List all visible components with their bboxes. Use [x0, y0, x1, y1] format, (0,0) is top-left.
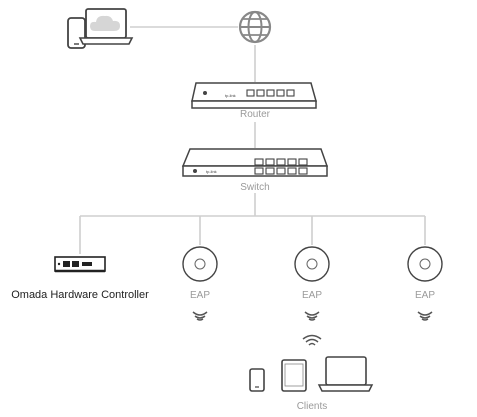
switch-label: Switch	[240, 182, 269, 193]
router-brand: tp-link	[225, 93, 236, 98]
access-point-icon	[182, 246, 218, 282]
wifi-icon	[302, 334, 322, 346]
switch-brand: tp-link	[206, 169, 217, 174]
phone-icon	[249, 368, 265, 392]
controller-icon	[54, 256, 106, 273]
controller-label: Omada Hardware Controller	[11, 289, 149, 301]
access-point-icon	[407, 246, 443, 282]
eap-1-label: EAP	[190, 290, 210, 301]
eap-2-label: EAP	[302, 290, 322, 301]
clients-label: Clients	[297, 401, 328, 412]
laptop-icon	[317, 356, 374, 392]
eap-3-label: EAP	[415, 290, 435, 301]
cloud-laptop-icon	[78, 8, 134, 45]
wifi-icon	[304, 311, 320, 321]
connection-lines	[79, 26, 426, 254]
wifi-icon	[417, 311, 433, 321]
wifi-icon	[192, 311, 208, 321]
globe-icon	[238, 10, 272, 44]
router-icon	[191, 82, 317, 109]
tablet-icon	[281, 359, 307, 392]
access-point-icon	[294, 246, 330, 282]
switch-icon	[181, 148, 329, 177]
router-label: Router	[240, 109, 271, 120]
